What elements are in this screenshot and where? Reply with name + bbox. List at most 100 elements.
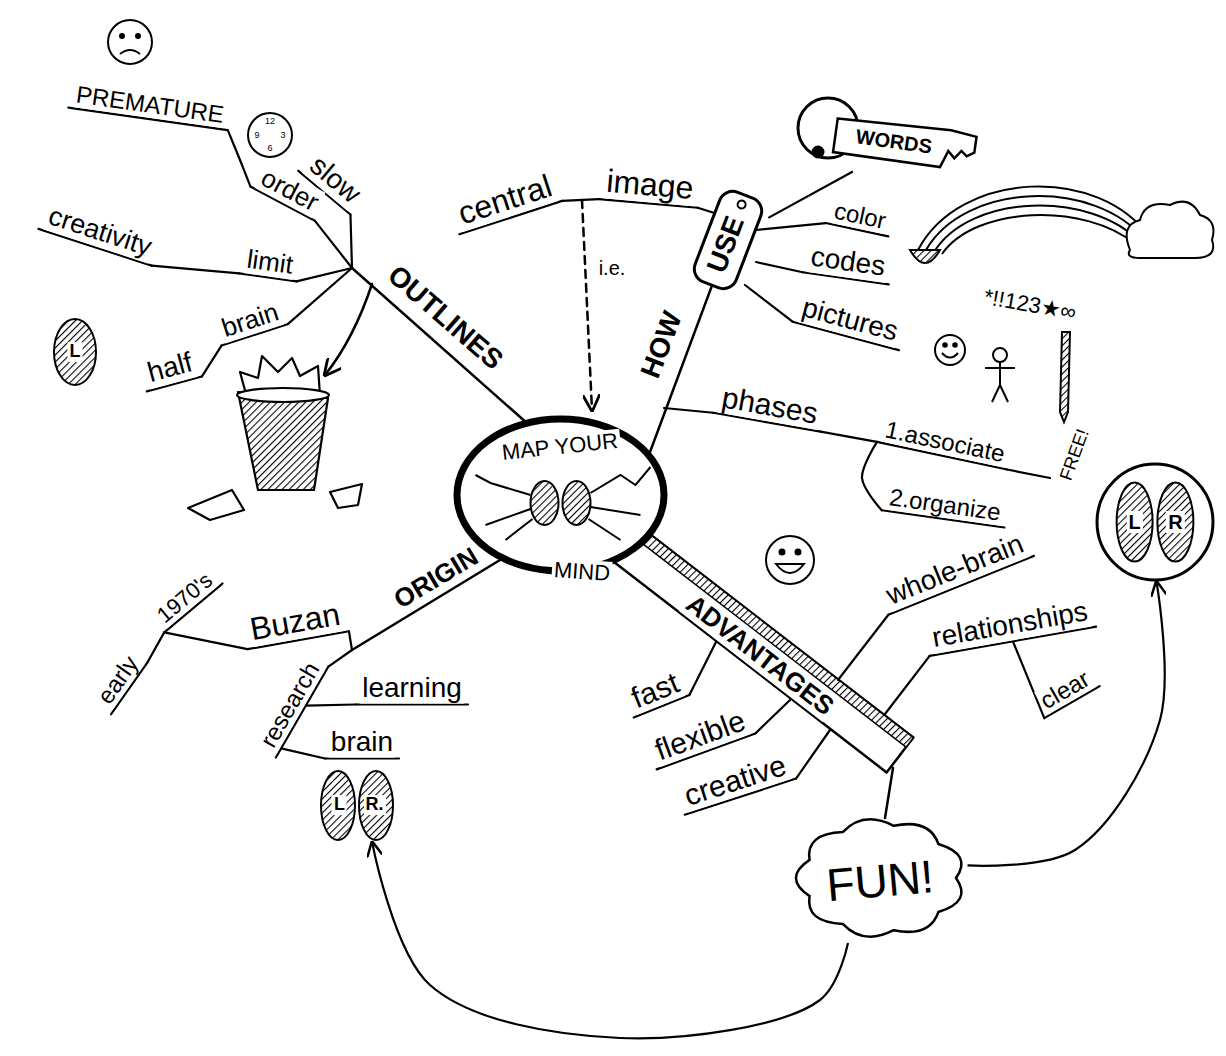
branch-title: OUTLINES xyxy=(380,259,510,378)
branch-word: early xyxy=(91,649,145,710)
sad-face xyxy=(108,20,152,64)
face-eye xyxy=(943,343,947,347)
stick-figure xyxy=(993,348,1007,362)
node-text: L xyxy=(68,342,83,362)
dashed-arrow xyxy=(582,200,592,410)
branch-word: 1.associate xyxy=(881,416,1009,468)
branch-word: limit xyxy=(243,244,297,279)
band-hatching xyxy=(634,528,913,748)
branch-word: 2.organize xyxy=(886,484,1005,526)
clock-number: 12 xyxy=(263,117,277,127)
branch-line xyxy=(1013,641,1044,718)
branch-word: creative xyxy=(678,747,792,812)
branch-word: learning xyxy=(360,673,464,704)
brain-icon: L R. xyxy=(317,768,397,843)
branch-line xyxy=(228,130,251,186)
branch-word: research xyxy=(254,656,326,754)
branch-word: Buzan xyxy=(245,596,344,647)
brain-lobe xyxy=(1157,482,1193,561)
clock-number: 3 xyxy=(278,131,287,141)
clock-face xyxy=(248,113,292,157)
branch-line xyxy=(745,285,793,322)
branch-line xyxy=(288,268,352,324)
branch-title: ORIGIN xyxy=(387,541,484,615)
branch-word: codes xyxy=(807,241,889,282)
radiating-lines xyxy=(475,467,650,540)
oval-outline xyxy=(457,419,664,571)
use-tag: USE xyxy=(688,185,769,296)
branch-line xyxy=(756,223,826,230)
crumpled-paper xyxy=(330,484,362,508)
branch-line xyxy=(148,632,164,661)
face-eye xyxy=(120,34,124,38)
key-ring-dot xyxy=(813,147,823,157)
smiley-face xyxy=(935,335,965,365)
fun-cloud: FUN! xyxy=(793,813,968,943)
branch-line xyxy=(821,432,877,442)
rainbow xyxy=(926,196,1145,250)
underline-group xyxy=(38,108,1099,815)
node-text: FUN! xyxy=(822,851,937,911)
node-text: R. xyxy=(364,795,386,815)
face-mouth xyxy=(120,50,140,54)
branch-title: ADVANTAGES xyxy=(679,588,841,722)
node-shape xyxy=(1095,462,1215,582)
branch-group xyxy=(148,130,1050,778)
branch-word: image xyxy=(603,164,697,207)
cloud-outline xyxy=(795,819,961,936)
node-text: L xyxy=(332,795,347,815)
branch-word: half xyxy=(142,347,197,389)
word-underline xyxy=(356,703,468,705)
branch-line xyxy=(885,768,893,818)
branch-line xyxy=(349,631,352,650)
branch-word: FREE! xyxy=(1056,425,1094,485)
connector-arrow xyxy=(372,843,848,1039)
branch-word: brain xyxy=(216,297,284,343)
branch-line xyxy=(862,442,882,510)
clock-number: 9 xyxy=(252,131,261,141)
branch-word: whole-brain xyxy=(880,528,1029,612)
branch-line xyxy=(202,346,222,377)
branch-word: PREMATURE xyxy=(72,81,227,128)
branch-line xyxy=(562,199,599,201)
branch-word: clear xyxy=(1034,665,1096,716)
branch-line xyxy=(755,700,790,733)
smiley-face xyxy=(766,536,814,584)
branch-line xyxy=(281,748,325,758)
branch-line xyxy=(315,221,352,268)
branch-word: brain xyxy=(329,727,395,758)
face-mouth xyxy=(942,353,958,358)
branch-word: fast xyxy=(625,665,686,715)
face-eye xyxy=(780,550,785,555)
circle-outline xyxy=(1097,464,1213,580)
stick-figure xyxy=(985,362,1015,402)
branch-line xyxy=(796,730,830,779)
face-eye xyxy=(796,550,801,555)
pot-of-gold xyxy=(910,250,940,263)
branch-line xyxy=(756,262,803,272)
brain-lobe xyxy=(530,481,558,525)
branch-line xyxy=(350,214,352,268)
pointer-arrow xyxy=(325,284,372,375)
brain-icon: L xyxy=(51,316,99,388)
branch-word: central xyxy=(452,168,558,232)
rainbow xyxy=(942,215,1135,254)
branch-line xyxy=(838,615,888,680)
branch-word: flexible xyxy=(649,703,752,767)
brain-lobe xyxy=(562,481,590,525)
wastebasket xyxy=(238,392,328,490)
face-mouth xyxy=(776,564,804,573)
branch-line xyxy=(328,650,352,667)
tag-outline xyxy=(690,187,765,292)
branch-word: pictures xyxy=(797,292,904,348)
branch-line xyxy=(689,642,716,695)
brain-lobe xyxy=(54,319,96,385)
branch-line xyxy=(885,656,930,714)
sky-cloud xyxy=(1127,202,1214,258)
tag-hole xyxy=(736,199,746,209)
rainbow xyxy=(918,186,1150,250)
branch-line xyxy=(152,266,239,274)
branch-word: 1970's xyxy=(151,567,219,629)
